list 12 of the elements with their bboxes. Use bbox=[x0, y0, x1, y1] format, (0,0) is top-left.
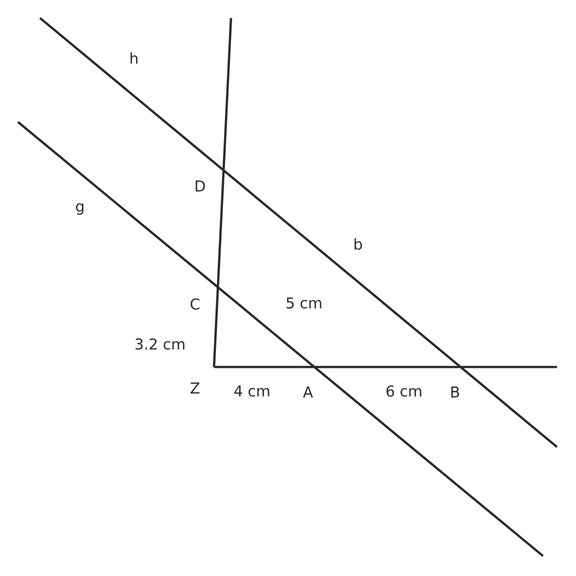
line-label: h bbox=[130, 52, 138, 64]
point-label: Z bbox=[190, 382, 200, 394]
point-label: B bbox=[451, 386, 460, 398]
point-label: A bbox=[303, 386, 313, 398]
line-label: g bbox=[76, 203, 84, 215]
length-label: 5 cm bbox=[286, 297, 322, 309]
length-label: 3.2 cm bbox=[136, 338, 184, 350]
length-label: 6 cm bbox=[386, 385, 422, 397]
length-label: 4 cm bbox=[234, 385, 270, 397]
segment-label: b bbox=[354, 238, 362, 250]
point-label: C bbox=[190, 298, 200, 310]
point-label: D bbox=[196, 180, 205, 192]
